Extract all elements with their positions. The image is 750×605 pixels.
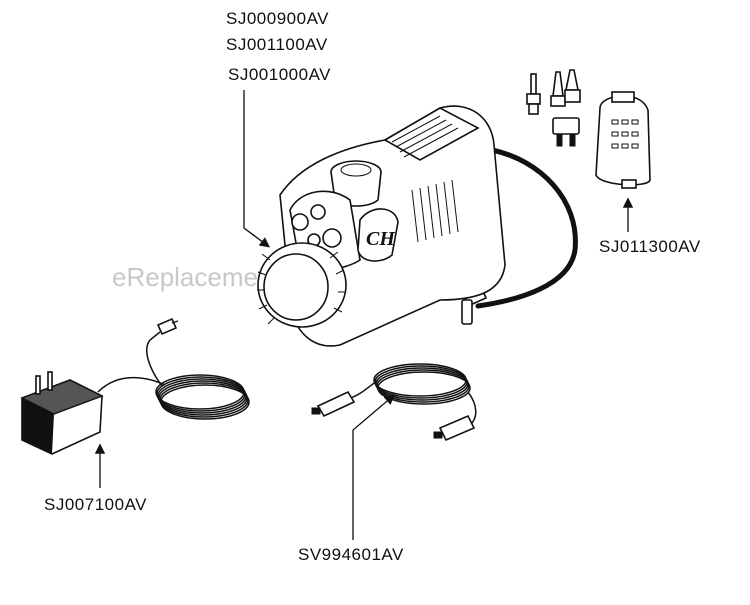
compressor-illustration: CH bbox=[257, 105, 578, 347]
part-label-compressor-2: SJ001100AV bbox=[226, 35, 328, 54]
dc-cord-illustration bbox=[311, 363, 477, 442]
svg-text:CH: CH bbox=[366, 228, 396, 250]
part-label-ac-adapter: SJ007100AV bbox=[44, 495, 147, 514]
compressor-leader-line bbox=[243, 90, 271, 248]
part-label-compressor-1: SJ000900AV bbox=[226, 9, 329, 28]
ac-adapter-illustration bbox=[20, 317, 250, 455]
accessory-kit-illustration bbox=[526, 69, 651, 189]
dc-cord-leader-line bbox=[352, 394, 395, 540]
part-label-dc-cord: SV994601AV bbox=[298, 545, 404, 564]
part-label-accessory-kit: SJ011300AV bbox=[599, 237, 701, 256]
part-label-compressor-3: SJ001000AV bbox=[228, 65, 331, 84]
